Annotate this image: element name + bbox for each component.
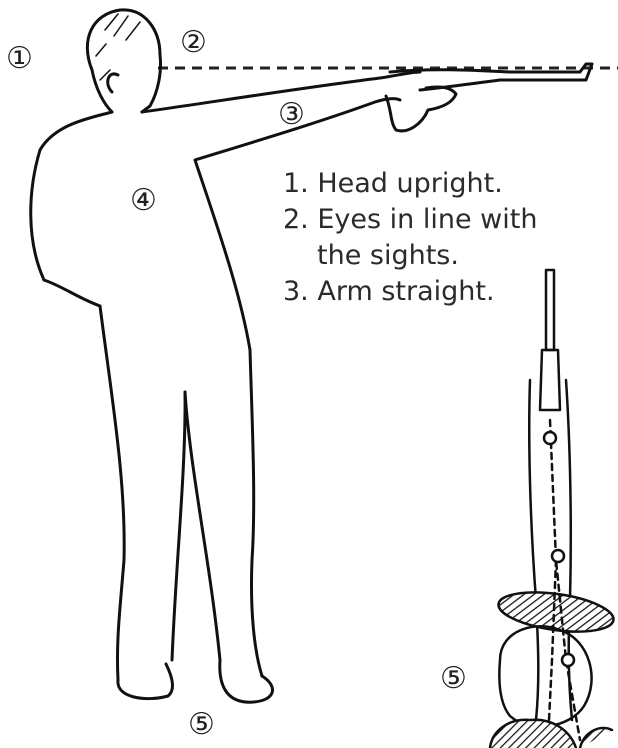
- note-eyes-line: 2. Eyes in line with: [283, 204, 537, 235]
- marker-2: ②: [180, 28, 207, 58]
- marker-4: ④: [130, 186, 157, 216]
- marker-5-right: ⑤: [440, 664, 467, 694]
- marker-1: ①: [6, 44, 33, 74]
- marker-5-bottom: ⑤: [188, 710, 215, 740]
- instruction-notes: 1. Head upright. 2. Eyes in line with th…: [283, 166, 537, 310]
- note-eyes-in-line: 2. Eyes in line with the sights.: [283, 202, 537, 274]
- overhead-view-figure: [490, 270, 616, 748]
- note-head-upright: 1. Head upright.: [283, 166, 537, 202]
- note-eyes-cont: the sights.: [283, 238, 537, 274]
- note-arm-straight: 3. Arm straight.: [283, 274, 537, 310]
- marker-3: ③: [278, 100, 305, 130]
